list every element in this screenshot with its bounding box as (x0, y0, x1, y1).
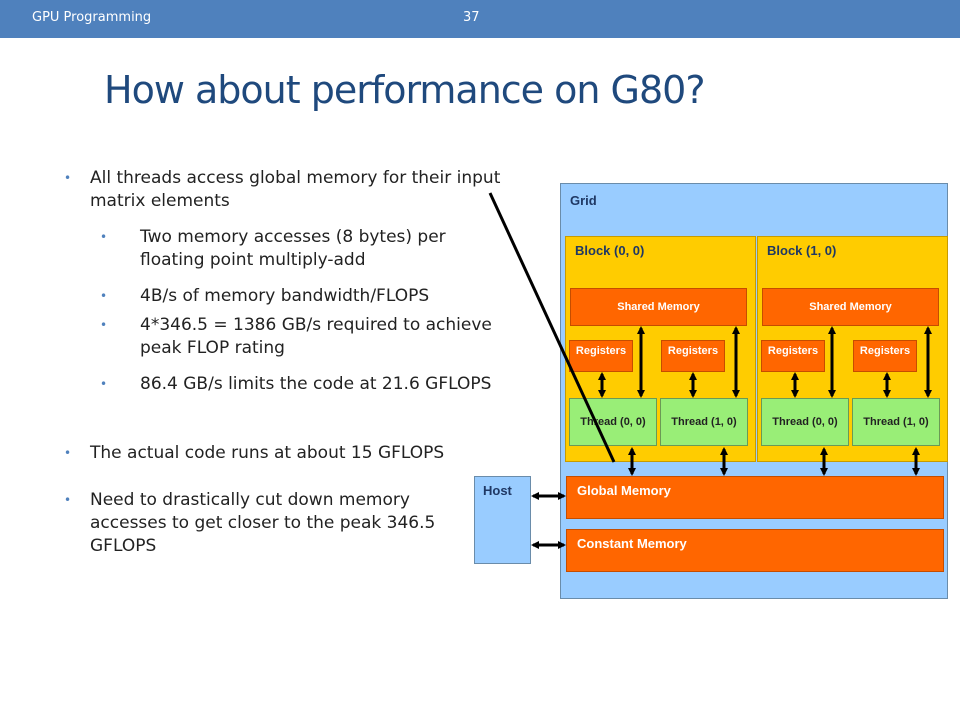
bullet-text: All threads access global memory for the… (90, 168, 501, 211)
bullet-item: • Need to drastically cut down memory ac… (64, 489, 480, 558)
sub-bullet-item: • 86.4 GB/s limits the code at 21.6 GFLO… (100, 373, 500, 396)
bullet-dot: • (100, 289, 108, 303)
registers-box: Registers (569, 340, 633, 372)
global-memory-label: Global Memory (577, 483, 671, 498)
global-memory-box: Global Memory (566, 476, 944, 519)
bullet-dot: • (64, 493, 72, 507)
sub-bullet-item: • Two memory accesses (8 bytes) per floa… (100, 226, 500, 272)
header-page-number: 37 (463, 10, 480, 25)
block-label: Block (0, 0) (575, 243, 645, 258)
bullet-text: Two memory accesses (8 bytes) per floati… (140, 227, 446, 270)
thread-box: Thread (1, 0) (852, 398, 940, 446)
thread-box: Thread (0, 0) (569, 398, 657, 446)
registers-box: Registers (853, 340, 917, 372)
bullet-text: Need to drastically cut down memory acce… (90, 490, 436, 556)
bullet-dot: • (100, 318, 108, 332)
thread-box: Thread (0, 0) (761, 398, 849, 446)
bullet-list: • All threads access global memory for t… (64, 167, 510, 558)
bullet-text: 4B/s of memory bandwidth/FLOPS (140, 286, 430, 306)
grid-label: Grid (570, 193, 597, 208)
bullet-dot: • (100, 377, 108, 391)
constant-memory-label: Constant Memory (577, 536, 687, 551)
slide-header-bar: GPU Programming 37 (0, 0, 960, 38)
pointer-line (488, 192, 616, 463)
bullet-text: 4*346.5 = 1386 GB/s required to achieve … (140, 315, 492, 358)
constant-memory-box: Constant Memory (566, 529, 944, 572)
host-box: Host (474, 476, 531, 564)
bullet-dot: • (64, 171, 72, 185)
bullet-dot: • (64, 446, 72, 460)
registers-box: Registers (761, 340, 825, 372)
bullet-text: The actual code runs at about 15 GFLOPS (90, 443, 445, 463)
bullet-text: 86.4 GB/s limits the code at 21.6 GFLOPS (140, 374, 492, 394)
registers-box: Registers (661, 340, 725, 372)
bullet-item: • All threads access global memory for t… (64, 167, 510, 213)
slide-title: How about performance on G80? (104, 68, 706, 112)
shared-memory-box: Shared Memory (570, 288, 747, 326)
header-course-title: GPU Programming (32, 10, 152, 25)
sub-bullet-item: • 4B/s of memory bandwidth/FLOPS (100, 285, 500, 308)
block-label: Block (1, 0) (767, 243, 837, 258)
shared-memory-box: Shared Memory (762, 288, 939, 326)
host-label: Host (483, 483, 512, 498)
thread-box: Thread (1, 0) (660, 398, 748, 446)
bullet-dot: • (100, 230, 108, 244)
bullet-item: • The actual code runs at about 15 GFLOP… (64, 442, 510, 465)
sub-bullet-item: • 4*346.5 = 1386 GB/s required to achiev… (100, 314, 500, 360)
